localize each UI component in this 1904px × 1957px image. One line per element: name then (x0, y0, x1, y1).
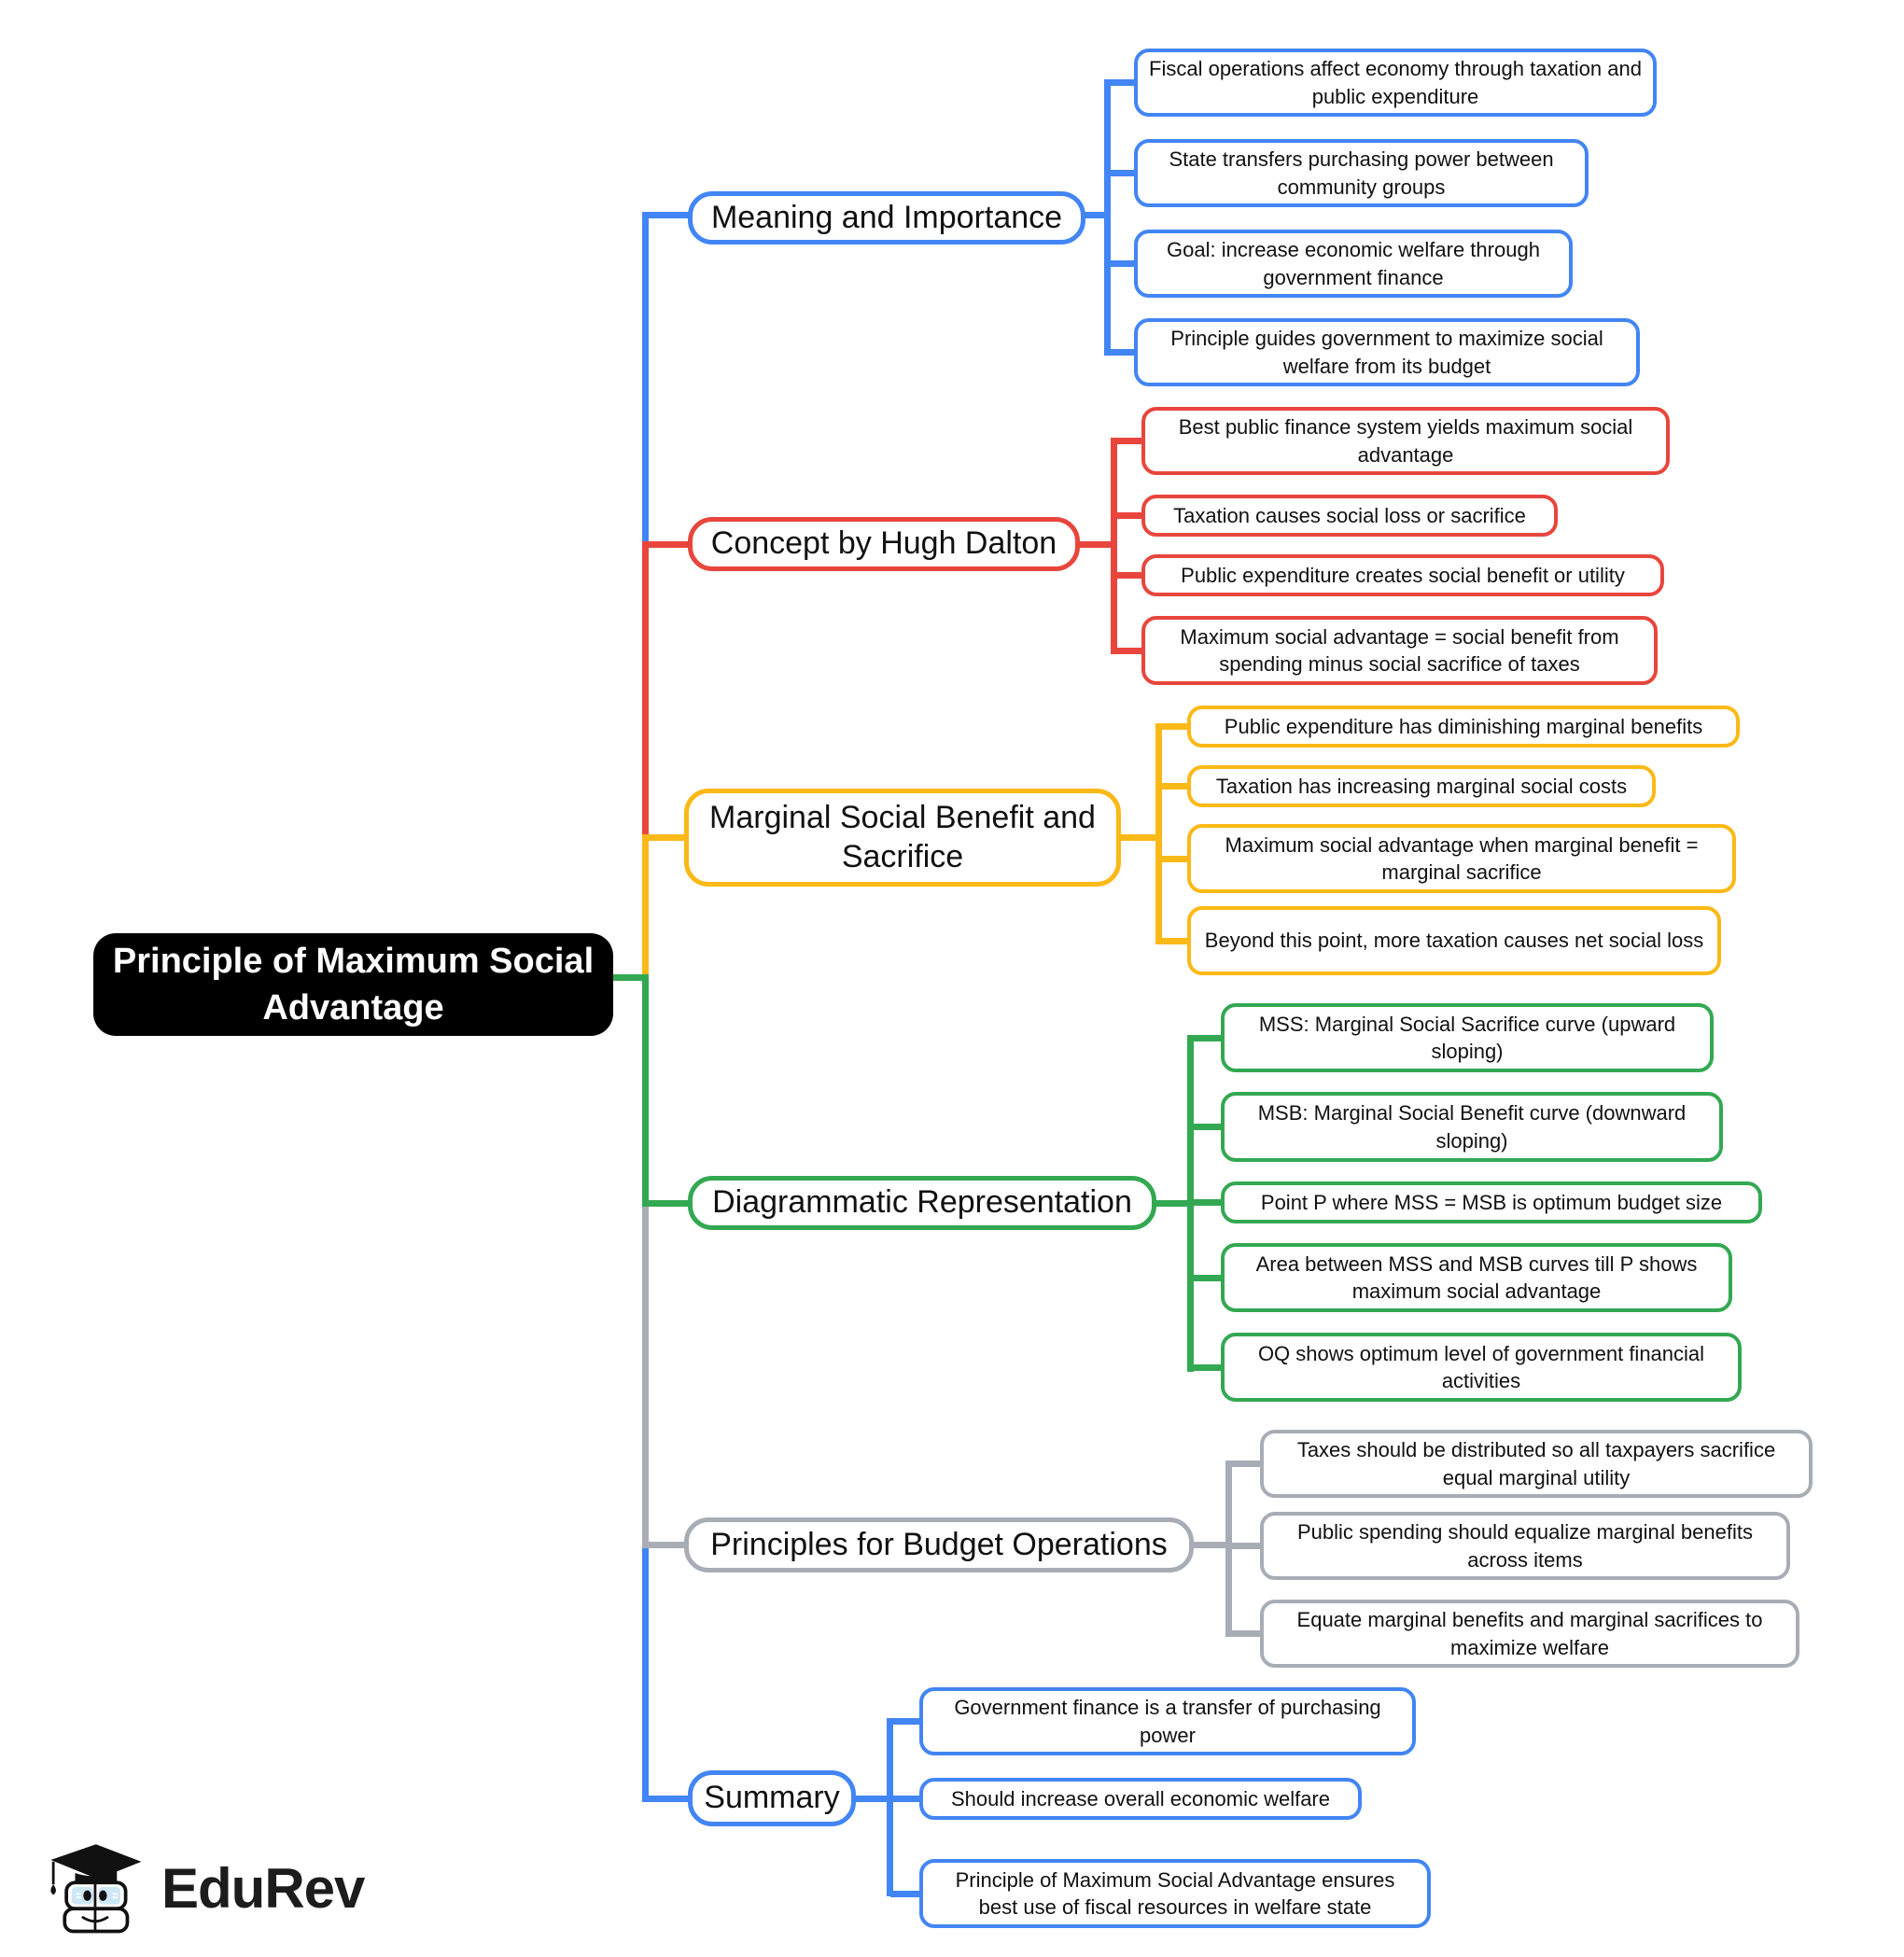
connector-node-stub (1191, 1542, 1232, 1548)
connector-leaf-stub (1108, 170, 1134, 176)
leaf-node: Should increase overall economic welfare (919, 1778, 1362, 1820)
edurev-logo: EduRev (42, 1831, 365, 1946)
connector-leaf-stub (1114, 512, 1144, 519)
leaf-node: Fiscal operations affect economy through… (1134, 49, 1657, 117)
branch-node-marginal-social-benefit: Marginal Social Benefit and Sacrifice (684, 789, 1121, 887)
leaf-node: State transfers purchasing power between… (1134, 139, 1589, 207)
connector-branch-stub (642, 541, 691, 548)
connector-leaf-stub (1191, 1275, 1224, 1281)
connector-leaf-stub (1191, 1124, 1224, 1130)
connector-leaf-stub (1191, 1199, 1224, 1206)
leaf-node: Goal: increase economic welfare through … (1134, 230, 1573, 298)
connector-leaf-stub (1191, 1364, 1224, 1371)
connector-branch-stub (642, 1796, 691, 1802)
branch-node-concept-by-hugh-dalton: Concept by Hugh Dalton (688, 517, 1080, 571)
leaf-node: Taxes should be distributed so all taxpa… (1260, 1430, 1813, 1498)
connector-leaf-stub (1108, 349, 1134, 356)
connector-trunk-segment (642, 977, 649, 1204)
leaf-node: Maximum social advantage when marginal b… (1187, 824, 1736, 893)
connector-leaf-stub (1229, 1543, 1263, 1549)
leaf-node: Area between MSS and MSB curves till P s… (1221, 1243, 1732, 1312)
connector-subtrunk (887, 1718, 893, 1896)
connector-subtrunk (1104, 79, 1111, 356)
branch-node-principles-budget-operations: Principles for Budget Operations (684, 1517, 1194, 1573)
connector-subtrunk (1155, 723, 1162, 944)
leaf-node: Public spending should equalize marginal… (1260, 1512, 1790, 1580)
leaf-node: Equate marginal benefits and marginal sa… (1260, 1600, 1799, 1668)
connector-trunk-segment (642, 544, 649, 837)
connector-leaf-stub (890, 1718, 922, 1725)
connector-branch-stub (642, 1200, 693, 1207)
connector-branch-stub (642, 1542, 688, 1548)
connector-leaf-stub (1229, 1461, 1263, 1467)
leaf-node: OQ shows optimum level of government fin… (1221, 1333, 1742, 1402)
leaf-node: Principle guides government to maximize … (1134, 318, 1640, 386)
branch-node-summary: Summary (688, 1770, 856, 1826)
connector-leaf-stub (1114, 648, 1144, 654)
connector-trunk-segment (642, 1545, 649, 1802)
connector-trunk-segment (642, 212, 649, 544)
connector-subtrunk (1187, 1035, 1194, 1372)
connector-leaf-stub (1229, 1630, 1263, 1637)
leaf-node: Public expenditure has diminishing margi… (1187, 706, 1740, 748)
leaf-node: Beyond this point, more taxation causes … (1187, 906, 1721, 975)
edurev-mascot-icon (42, 1831, 147, 1946)
connector-leaf-stub (1108, 260, 1134, 267)
branch-node-diagrammatic-representation: Diagrammatic Representation (688, 1176, 1156, 1230)
connector-subtrunk (1111, 438, 1117, 654)
leaf-node: Principle of Maximum Social Advantage en… (919, 1859, 1431, 1928)
branch-node-meaning-and-importance: Meaning and Importance (688, 191, 1085, 245)
leaf-node: Public expenditure creates social benefi… (1141, 554, 1664, 596)
connector-leaf-stub (1159, 856, 1190, 862)
leaf-node: Best public finance system yields maximu… (1141, 407, 1670, 475)
connector-leaf-stub (1114, 572, 1144, 579)
connector-subtrunk (1225, 1461, 1232, 1637)
edurev-brand-text: EduRev (161, 1857, 365, 1920)
connector-node-stub (1113, 834, 1162, 841)
connector-trunk-segment (642, 837, 649, 977)
leaf-node: Point P where MSS = MSB is optimum budge… (1221, 1181, 1762, 1223)
connector-leaf-stub (1159, 938, 1190, 944)
connector-trunk-segment (642, 1203, 649, 1545)
connector-branch-stub (642, 834, 688, 841)
connector-node-stub (852, 1796, 893, 1802)
connector-leaf-stub (890, 1796, 922, 1802)
connector-leaf-stub (1159, 723, 1190, 730)
connector-leaf-stub (1191, 1035, 1224, 1041)
connector-leaf-stub (890, 1891, 922, 1897)
root-node: Principle of Maximum Social Advantage (93, 933, 613, 1036)
connector-leaf-stub (1108, 79, 1134, 86)
leaf-node: MSB: Marginal Social Benefit curve (down… (1221, 1092, 1723, 1162)
leaf-node: Taxation has increasing marginal social … (1187, 765, 1656, 807)
connector-leaf-stub (1114, 438, 1144, 444)
connector-branch-stub (642, 212, 691, 218)
connector-node-stub (1153, 1200, 1194, 1207)
connector-node-stub (1078, 541, 1117, 548)
leaf-node: Government finance is a transfer of purc… (919, 1687, 1416, 1755)
leaf-node: Taxation causes social loss or sacrifice (1141, 495, 1558, 537)
leaf-node: MSS: Marginal Social Sacrifice curve (up… (1221, 1003, 1714, 1072)
leaf-node: Maximum social advantage = social benefi… (1141, 616, 1658, 685)
connector-node-stub (1083, 212, 1111, 218)
connector-leaf-stub (1159, 783, 1190, 790)
connector-root-stub (607, 974, 649, 981)
